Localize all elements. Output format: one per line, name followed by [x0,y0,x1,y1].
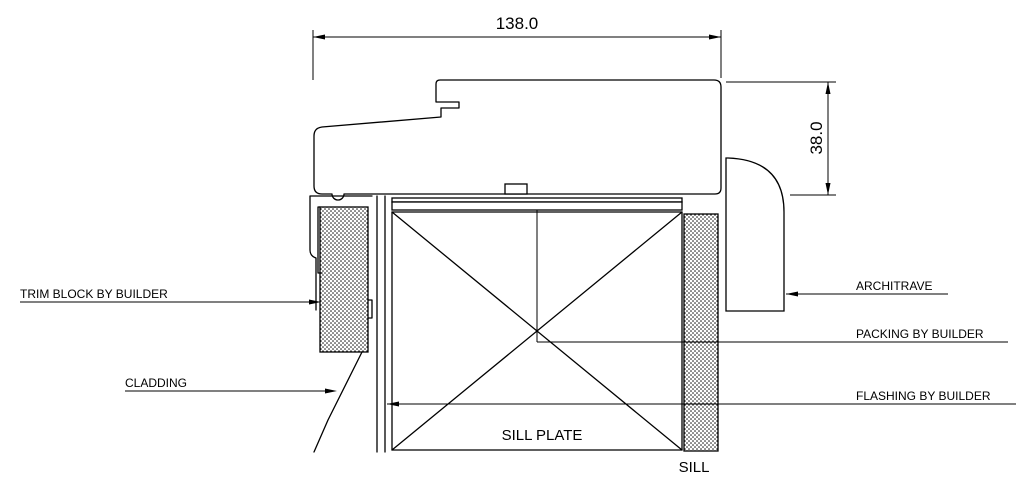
flashing-callout: FLASHING BY BUILDER [387,389,1016,407]
sill-plate-label: SILL PLATE [502,427,583,444]
width-dimension: 138.0 [312,14,722,80]
profile-tab [504,183,528,195]
packing-label: PACKING BY BUILDER [856,327,984,341]
architrave [725,157,785,312]
width-dimension-text: 138.0 [496,14,539,33]
cladding [313,351,363,453]
trim-block-label: TRIM BLOCK BY BUILDER [20,287,168,301]
flashing [309,195,373,311]
trim-block-clip [317,206,373,319]
cladding-label: CLADDING [125,376,187,390]
trim-block [319,206,369,353]
dimension-arrow-bottom [825,183,831,195]
dimension-arrow-right [709,34,721,40]
packing-block [683,213,719,452]
trim-block-callout: TRIM BLOCK BY BUILDER [20,287,321,305]
second-packer [391,201,683,211]
sill-plate: SILL PLATE [391,210,683,451]
height-dimension: 38.0 [726,81,836,196]
architrave-label: ARCHITRAVE [856,279,932,293]
flashing-label: FLASHING BY BUILDER [856,389,991,403]
height-dimension-text: 38.0 [807,121,826,154]
cladding-callout: CLADDING [125,376,337,394]
dimension-arrow-left [313,34,325,40]
sill-label: SILL [679,459,710,476]
sill-profile [313,79,722,201]
dimension-arrow-top [825,82,831,94]
packing-callout: PACKING BY BUILDER [537,327,1008,343]
architrave-callout: ARCHITRAVE [786,279,948,297]
